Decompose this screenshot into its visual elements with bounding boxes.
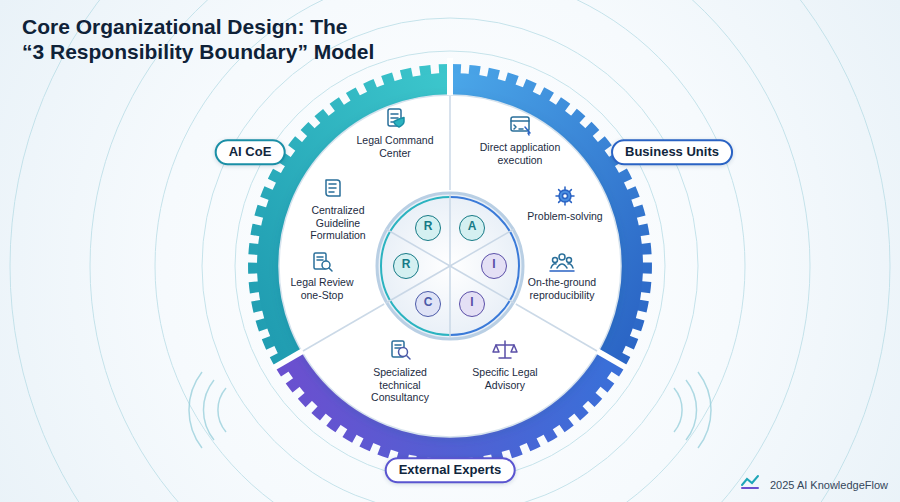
responsibility-item: Specific Legal Advisory [465,366,545,391]
title: Core Organizational Design: The “3 Respo… [22,14,452,64]
responsibility-item: Legal Review one-Stop [286,276,358,301]
segment-label: Business Units [611,139,733,165]
responsibility-item: Legal Command Center [351,134,439,159]
raci-letter: C [415,291,441,317]
responsibility-item: Specialized technical Consultancy [354,366,446,404]
footer-label: 2025 AI KnowledgeFlow [770,479,888,492]
responsibility-item: Problem-solving [522,210,608,223]
segment-label: AI CoE [215,139,286,165]
raci-letter: R [393,253,419,279]
responsibility-item: Centralized Guideline Formulation [299,204,377,242]
raci-letter: R [415,215,441,241]
raci-letter: A [459,215,485,241]
raci-hub: RARICI [374,190,526,342]
raci-letter: I [481,253,507,279]
responsibility-item: On-the-ground reproducibility [519,276,605,301]
raci-letter: I [459,291,485,317]
responsibility-item: Direct application execution [477,141,563,166]
segment-label: External Experts [385,457,516,483]
